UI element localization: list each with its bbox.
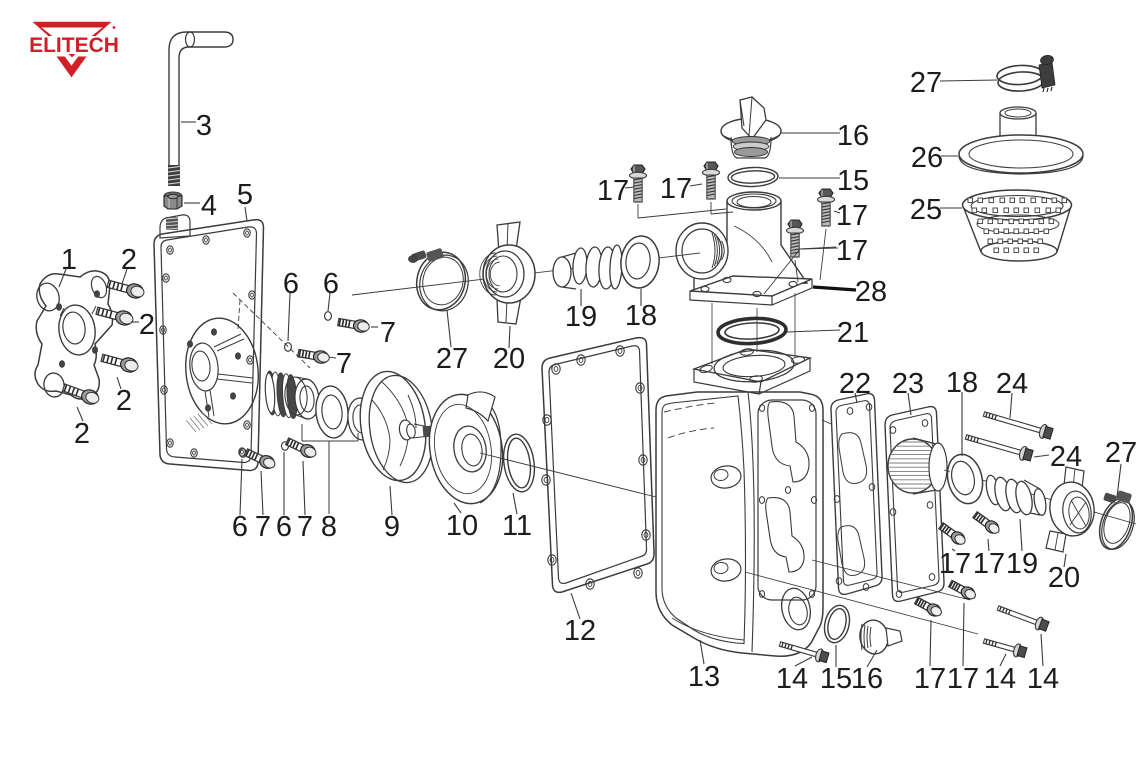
svg-text:14: 14: [984, 663, 1016, 695]
svg-text:11: 11: [502, 510, 532, 542]
svg-text:7: 7: [255, 511, 271, 543]
svg-text:17: 17: [947, 663, 979, 695]
svg-text:26: 26: [911, 142, 943, 174]
svg-text:20: 20: [493, 343, 525, 375]
svg-text:ELITECH: ELITECH: [29, 34, 119, 57]
svg-text:17: 17: [914, 663, 946, 695]
svg-text:16: 16: [851, 663, 883, 695]
svg-text:6: 6: [232, 511, 248, 543]
svg-text:6: 6: [276, 511, 292, 543]
svg-text:27: 27: [1105, 437, 1137, 469]
svg-text:21: 21: [837, 317, 869, 349]
svg-text:17: 17: [836, 235, 868, 267]
svg-text:7: 7: [336, 348, 352, 380]
svg-text:25: 25: [910, 194, 942, 226]
svg-text:7: 7: [297, 511, 313, 543]
svg-text:16: 16: [837, 120, 869, 152]
svg-text:19: 19: [1006, 548, 1038, 580]
svg-text:13: 13: [688, 661, 720, 693]
svg-text:8: 8: [321, 511, 337, 543]
svg-text:1: 1: [61, 244, 77, 276]
svg-text:2: 2: [116, 385, 132, 417]
svg-text:4: 4: [201, 190, 217, 222]
svg-text:10: 10: [446, 510, 478, 542]
svg-text:17: 17: [660, 173, 692, 205]
svg-text:17: 17: [597, 175, 629, 207]
svg-text:3: 3: [196, 110, 212, 142]
svg-text:24: 24: [1050, 441, 1082, 473]
svg-text:6: 6: [283, 268, 299, 300]
svg-text:2: 2: [74, 418, 90, 450]
svg-text:17: 17: [939, 548, 971, 580]
svg-text:5: 5: [237, 179, 253, 211]
svg-text:2: 2: [121, 244, 137, 276]
svg-text:19: 19: [565, 301, 597, 333]
svg-text:17: 17: [836, 200, 868, 232]
svg-text:27: 27: [910, 67, 942, 99]
svg-text:15: 15: [820, 663, 852, 695]
svg-text:28: 28: [855, 276, 887, 308]
svg-text:14: 14: [1027, 663, 1059, 695]
svg-text:27: 27: [436, 343, 468, 375]
svg-text:14: 14: [776, 663, 808, 695]
svg-text:15: 15: [837, 165, 869, 197]
svg-text:20: 20: [1048, 562, 1080, 594]
svg-text:2: 2: [139, 309, 155, 341]
svg-text:17: 17: [973, 548, 1005, 580]
svg-text:7: 7: [380, 317, 396, 349]
svg-text:12: 12: [564, 615, 596, 647]
svg-text:9: 9: [384, 511, 400, 543]
svg-text:6: 6: [323, 268, 339, 300]
